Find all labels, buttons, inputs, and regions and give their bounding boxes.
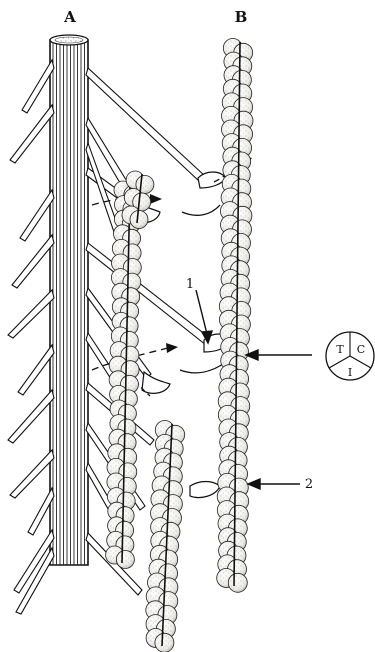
actin-bead-texture (230, 575, 245, 590)
label-1: 1 (186, 277, 194, 292)
actin-chain-bottom (146, 421, 185, 652)
troponin-c-label: C (357, 343, 365, 356)
label-b: B (235, 8, 248, 26)
cross-bridge-rods (86, 68, 211, 595)
pointer-arrows (196, 290, 312, 489)
troponin-t-label: T (336, 343, 344, 356)
label-a: A (63, 8, 76, 26)
actin-bead-texture (157, 635, 172, 650)
actin-filament-chains (106, 39, 253, 652)
actin-chain-b (217, 39, 253, 593)
actin-chain-middle (106, 181, 142, 569)
thick-filament-bundle-a (50, 35, 88, 565)
left-projection-rods (8, 60, 54, 614)
actin-bead-texture (118, 552, 132, 566)
troponin-i-label: I (348, 366, 352, 379)
label-2: 2 (305, 477, 313, 492)
actin-bead-texture (132, 212, 146, 226)
actin-bead-texture (135, 195, 149, 209)
